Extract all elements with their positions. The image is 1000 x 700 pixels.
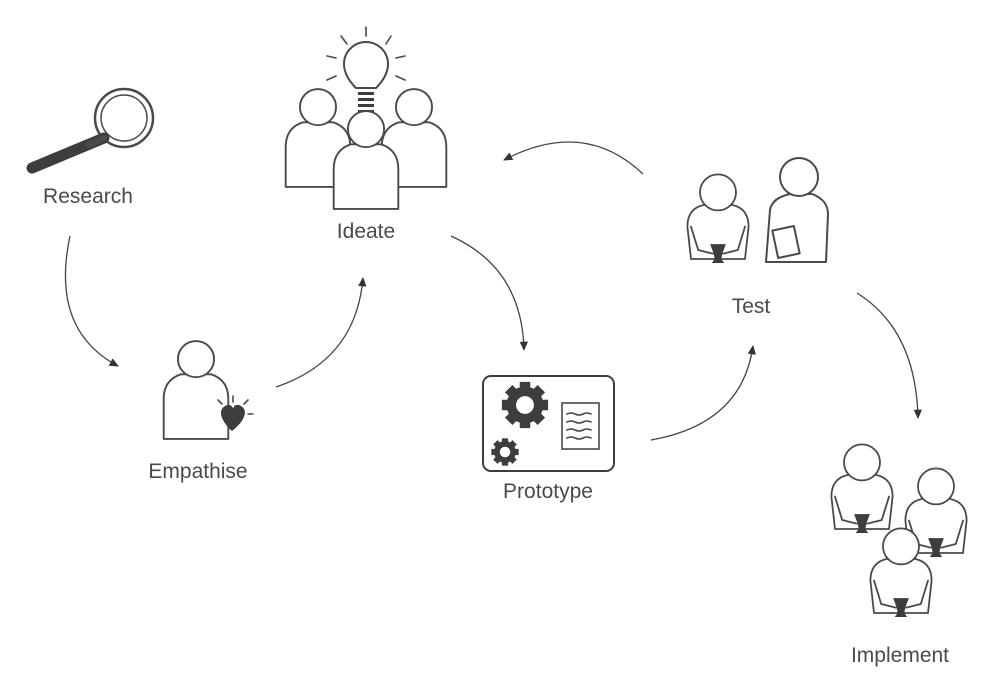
prototype-board-icon: [482, 375, 615, 472]
arrow-empathise-ideate: [275, 276, 367, 388]
lightbulb-icon: [326, 26, 406, 113]
team-icon: [284, 88, 448, 210]
stage-label-research: Research: [43, 185, 133, 208]
stage-label-empathise: Empathise: [148, 460, 248, 483]
stage-label-implement: Implement: [850, 644, 950, 667]
arrow-test-implement: [856, 292, 922, 420]
stage-label-ideate: Ideate: [336, 220, 396, 243]
magnifying-glass-icon: [26, 87, 155, 174]
arrow-research-empathise: [64, 235, 119, 367]
stage-label-test: Test: [731, 295, 771, 318]
implement-team-icon: [830, 443, 968, 618]
test-users-icon: [686, 157, 829, 264]
arrow-prototype-test: [650, 344, 756, 441]
stage-label-prototype: Prototype: [503, 480, 593, 503]
arrow-test-ideate: [503, 141, 644, 175]
person-with-heart-icon: [162, 340, 254, 440]
arrow-ideate-prototype: [450, 235, 528, 352]
flow-arrows: [64, 141, 922, 441]
